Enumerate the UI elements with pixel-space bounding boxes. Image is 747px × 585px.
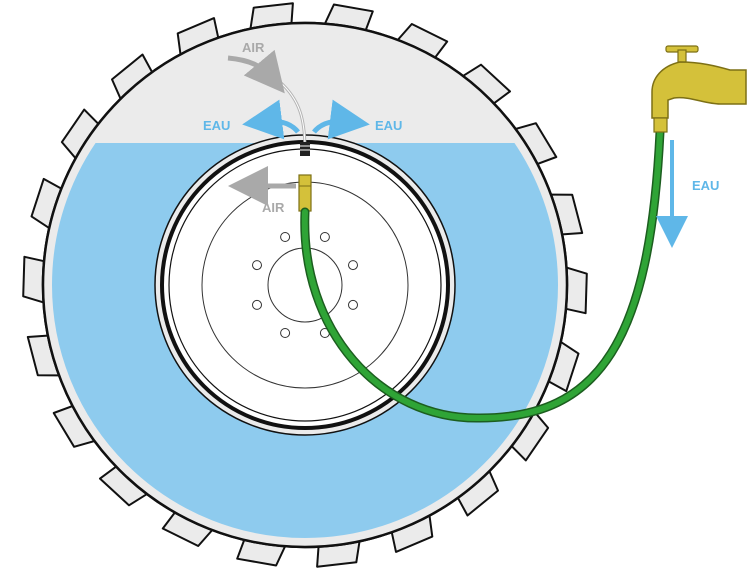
bolt-hole — [319, 232, 330, 242]
hose-body — [301, 129, 663, 422]
valve-stem-icon — [300, 142, 310, 156]
bolt-hole — [348, 260, 358, 271]
water-faucet-icon — [651, 45, 747, 133]
eau-label-right: EAU — [375, 118, 402, 133]
air-label-side: AIR — [262, 200, 285, 215]
bolt-hole — [280, 328, 291, 338]
water-arrow-right — [312, 99, 370, 140]
bolt-hole — [252, 299, 262, 310]
bolt-hole — [252, 260, 262, 271]
air-label-top: AIR — [242, 40, 265, 55]
eau-label-tap: EAU — [692, 178, 719, 193]
wheel-bolt-holes — [252, 232, 358, 338]
valve-brass-adapter — [298, 174, 312, 212]
water-arrow-left — [242, 99, 300, 140]
air-out-arrow-top — [227, 49, 285, 94]
air-tube-highlight — [279, 81, 306, 151]
bolt-hole — [280, 232, 291, 242]
tire-outline — [41, 21, 569, 549]
eau-label-left: EAU — [203, 118, 230, 133]
bolt-hole — [348, 299, 358, 310]
